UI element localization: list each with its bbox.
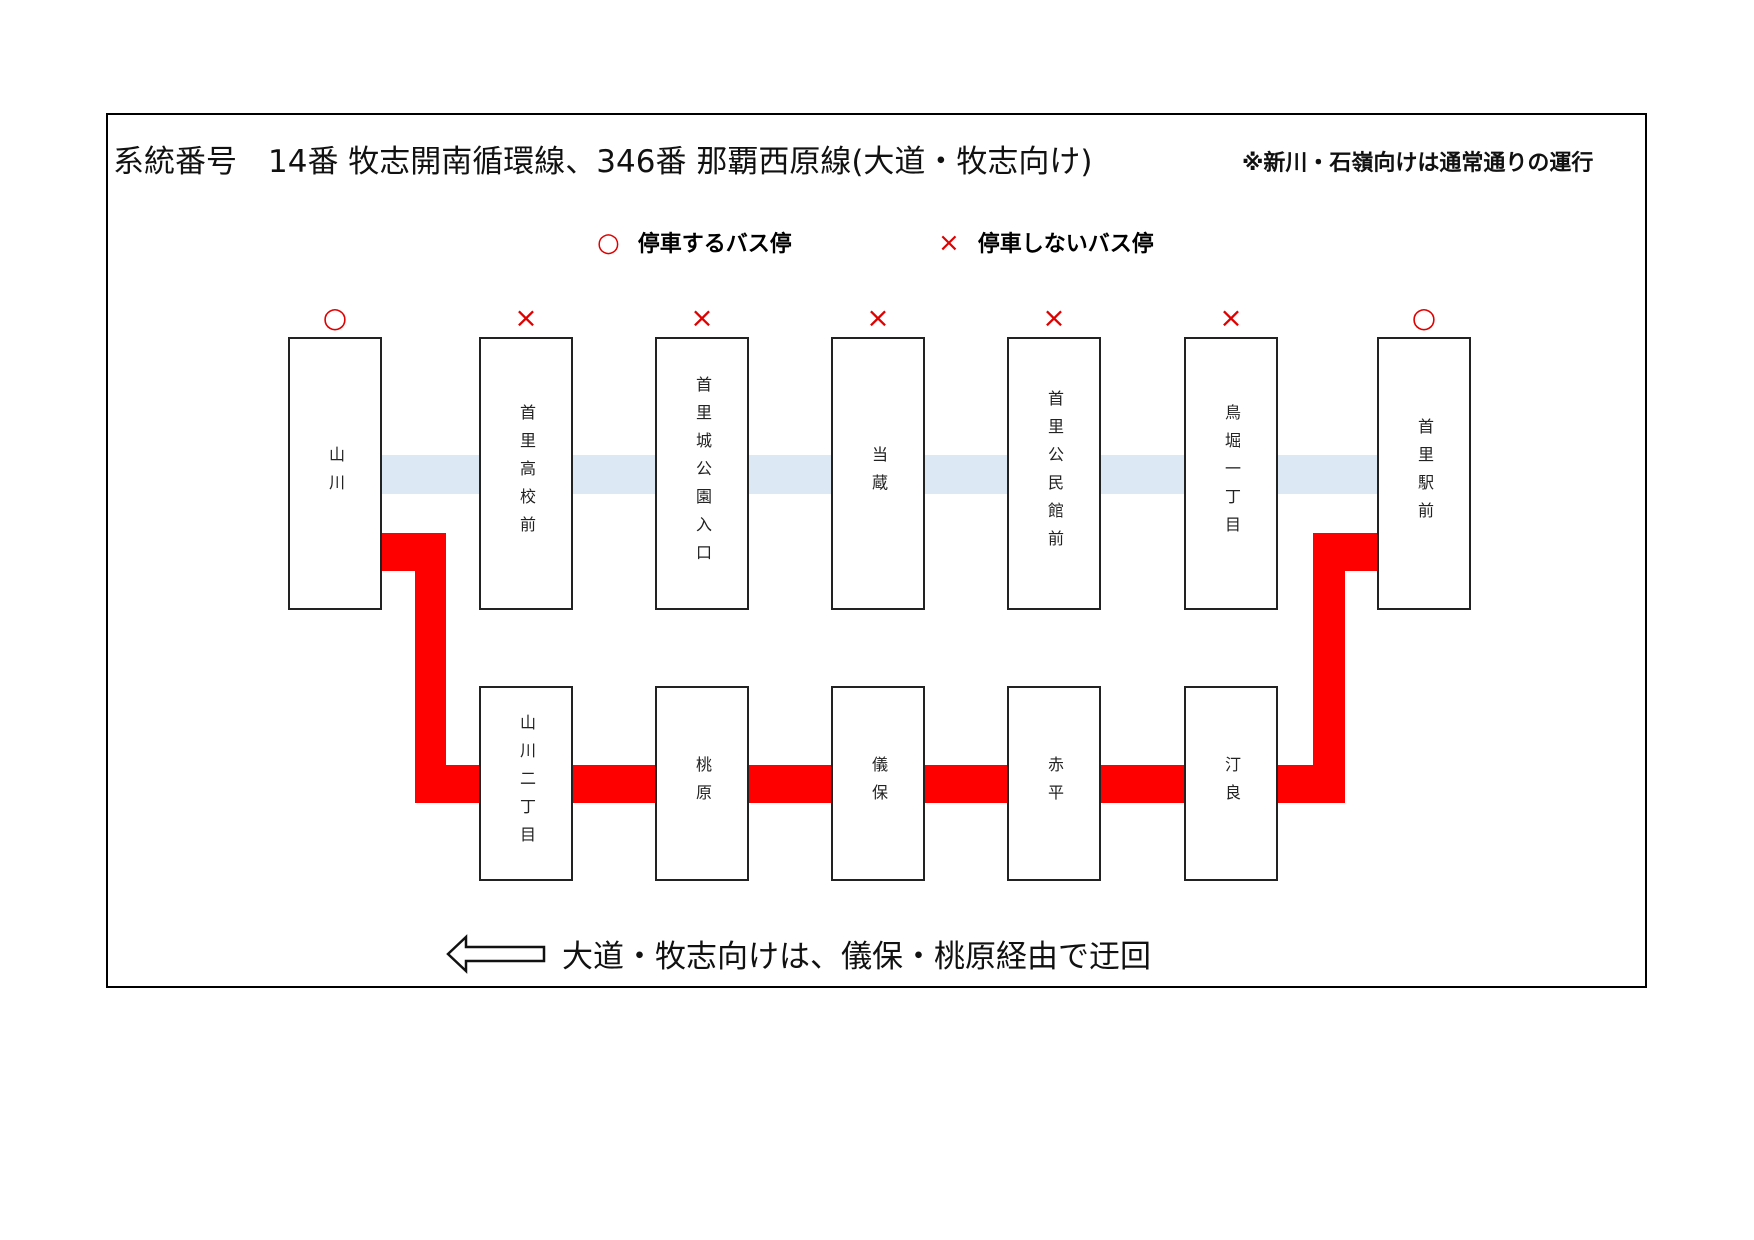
detour-stop-box: 儀保 [831,686,925,881]
legend-skip: × 停車しないバス停 [938,226,1154,258]
skip-marker-cross-icon: × [866,301,890,334]
skip-marker-cross-icon: × [514,301,538,334]
bus-stop-box: 当蔵 [831,337,925,610]
detour-stop-name: 儀保 [869,755,888,812]
legend-stop: ○ 停車するバス停 [597,226,792,258]
stop-marker-circle-icon: ○ [322,301,348,334]
bus-stop-name: 山川 [326,445,345,502]
detour-footer: 大道・牧志向けは、儀保・桃原経由で迂回 [446,931,1151,976]
skip-marker-cross-icon: × [1219,301,1243,334]
legend-stop-label: 停車するバス停 [637,232,792,257]
detour-stop-name: 桃原 [693,755,712,812]
bus-stop-name: 当蔵 [869,445,888,502]
note-text: ※新川・石嶺向けは通常通りの運行 [1242,151,1594,176]
detour-stop-name: 山川二丁目 [517,713,536,854]
detour-stop-name: 赤平 [1045,755,1064,812]
detour-line-right-vertical [1313,533,1345,803]
stop-marker-circle-icon: ○ [1411,301,1437,334]
legend-skip-label: 停車しないバス停 [977,232,1154,257]
detour-line-left-vertical [415,533,446,803]
bus-stop-box: 山川 [288,337,382,610]
cross-icon: × [938,228,960,258]
bus-stop-box: 首里公民館前 [1007,337,1101,610]
bus-stop-box: 鳥堀一丁目 [1184,337,1278,610]
detour-line-right-top [1313,533,1379,571]
detour-stop-box: 桃原 [655,686,749,881]
skip-marker-cross-icon: × [690,301,714,334]
notice-frame [106,113,1647,988]
bus-stop-box: 首里駅前 [1377,337,1471,610]
detour-stop-box: 汀良 [1184,686,1278,881]
circle-icon: ○ [597,228,620,258]
bus-stop-name: 鳥堀一丁目 [1222,403,1241,544]
bus-stop-name: 首里駅前 [1415,417,1434,530]
skip-marker-cross-icon: × [1042,301,1066,334]
detour-stop-name: 汀良 [1222,755,1241,812]
bus-stop-box: 首里城公園入口 [655,337,749,610]
detour-stop-box: 赤平 [1007,686,1101,881]
bus-stop-box: 首里高校前 [479,337,573,610]
left-arrow-icon [446,933,546,974]
detour-stop-box: 山川二丁目 [479,686,573,881]
bus-stop-name: 首里高校前 [517,403,536,544]
bus-stop-name: 首里公民館前 [1045,389,1064,558]
route-title: 系統番号 14番 牧志開南循環線、346番 那覇西原線(大道・牧志向け) [113,144,1093,180]
bus-stop-name: 首里城公園入口 [693,375,712,572]
footer-text: 大道・牧志向けは、儀保・桃原経由で迂回 [562,939,1151,975]
